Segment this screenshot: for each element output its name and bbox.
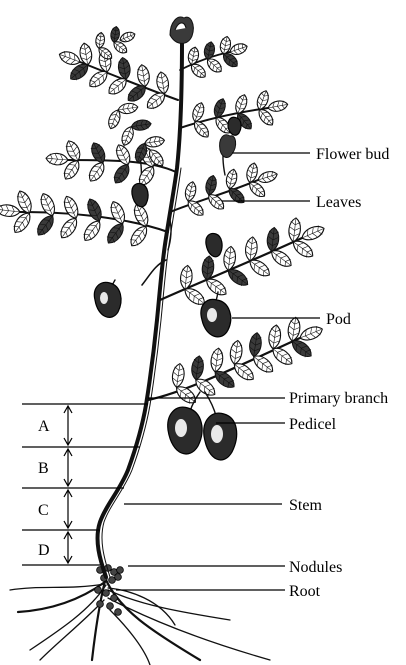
leaflet [171, 363, 186, 388]
segment-arrow-b [64, 449, 72, 486]
label-pedicel: Pedicel [289, 416, 337, 433]
leaflet [267, 99, 288, 112]
leaflet [38, 191, 58, 218]
leaflet [111, 162, 133, 187]
pod [206, 233, 222, 256]
label-pod: Pod [326, 311, 351, 328]
pod [201, 292, 231, 337]
label-flower-bud: Flower bud [316, 146, 389, 163]
label-leaves: Leaves [316, 194, 361, 211]
leaflet [224, 168, 238, 190]
label-primary-branch: Primary branch [289, 390, 388, 407]
leaflet [95, 32, 106, 49]
pod [132, 183, 148, 206]
leaflet [57, 215, 80, 241]
leaflet [300, 223, 327, 243]
leaflet [113, 142, 133, 167]
leaflet [117, 102, 138, 115]
leaflet [204, 174, 218, 196]
leaflet [298, 324, 325, 344]
leaflet [136, 64, 151, 88]
segment-arrow-c [64, 490, 72, 528]
label-nodules: Nodules [289, 559, 342, 576]
leaflet [34, 212, 57, 238]
leaflet [108, 199, 128, 226]
height-segments: A B C D [22, 404, 148, 565]
leaflet [127, 223, 150, 249]
leaflet [183, 181, 197, 203]
leaflet [229, 340, 244, 365]
leaflet [86, 160, 108, 185]
leaflet [104, 220, 127, 246]
leaflet [190, 355, 205, 380]
segment-label-a: A [38, 418, 50, 435]
leaflet [0, 204, 21, 218]
label-stem: Stem [289, 497, 322, 514]
leaflet [80, 218, 103, 244]
label-root: Root [289, 583, 321, 600]
leaflet [187, 46, 200, 66]
leaflet [248, 332, 263, 357]
leaflet [61, 194, 81, 221]
segment-label-d: D [38, 542, 50, 559]
pedicel-pods [168, 392, 237, 460]
leaflet [257, 169, 279, 184]
leaflet [118, 30, 136, 44]
leaflet [203, 41, 216, 61]
leaflet [110, 26, 121, 43]
leaflet [88, 140, 108, 165]
leaflet [57, 49, 82, 67]
leaflet [85, 197, 105, 224]
segment-label-b: B [38, 460, 49, 477]
pod [228, 117, 241, 135]
segment-arrow-a [64, 406, 72, 445]
segment-label-c: C [38, 502, 49, 519]
leaf-group [0, 26, 326, 407]
leaflet [209, 347, 224, 372]
segment-arrow-d [64, 532, 72, 563]
leaflet [131, 119, 152, 132]
leaflet [144, 135, 165, 148]
pod [94, 280, 121, 317]
leaflet [46, 153, 69, 166]
leaflet [267, 324, 282, 349]
leaflet [155, 71, 170, 95]
